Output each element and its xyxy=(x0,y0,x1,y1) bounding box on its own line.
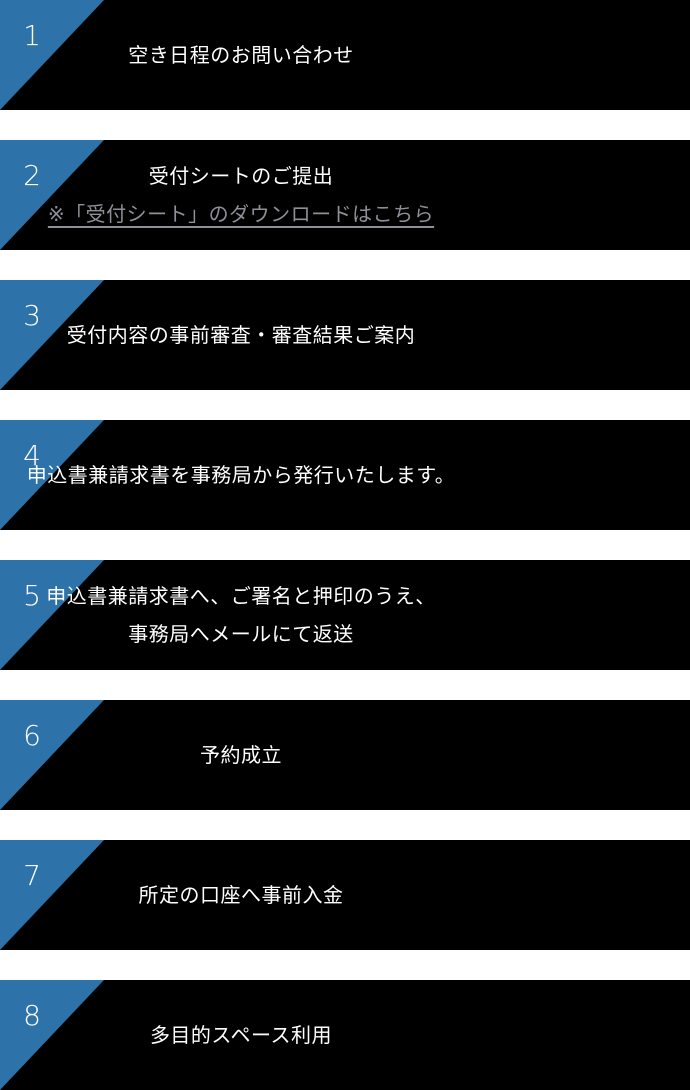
step-content: 申込書兼請求書へ、ご署名と押印のうえ、 事務局へメールにて返送 xyxy=(0,560,586,670)
step-number: 8 xyxy=(23,999,41,1032)
step-content: 多目的スペース利用 xyxy=(0,980,586,1090)
step-title: 予約成立 xyxy=(200,743,282,767)
step-title: 受付内容の事前審査・審査結果ご案内 xyxy=(66,323,416,347)
step-7: 7 所定の口座へ事前入金 xyxy=(0,840,690,950)
step-2: 2 受付シートのご提出 ※「受付シート」のダウンロードはこちら xyxy=(0,140,690,250)
step-title: 受付シートのご提出 xyxy=(148,164,334,188)
step-content: 所定の口座へ事前入金 xyxy=(0,840,586,950)
step-content: 空き日程のお問い合わせ xyxy=(0,0,586,110)
step-corner-accent xyxy=(0,280,104,390)
step-title: 空き日程のお問い合わせ xyxy=(128,43,354,67)
step-corner-accent xyxy=(0,840,104,950)
step-content: 予約成立 xyxy=(0,700,586,810)
step-title: 多目的スペース利用 xyxy=(149,1023,333,1047)
step-content: 受付内容の事前審査・審査結果ご案内 xyxy=(0,280,586,390)
step-corner-accent xyxy=(0,700,104,810)
step-3: 3 受付内容の事前審査・審査結果ご案内 xyxy=(0,280,690,390)
step-title: 申込書兼請求書を事務局から発行いたします。 xyxy=(26,463,456,487)
step-5: 5 申込書兼請求書へ、ご署名と押印のうえ、 事務局へメールにて返送 xyxy=(0,560,690,670)
step-content: 申込書兼請求書を事務局から発行いたします。 xyxy=(0,420,586,530)
step-number: 1 xyxy=(23,19,41,52)
step-1: 1 空き日程のお問い合わせ xyxy=(0,0,690,110)
step-corner-accent xyxy=(0,0,104,110)
step-number: 5 xyxy=(23,579,41,612)
step-number: 4 xyxy=(23,439,41,472)
reception-sheet-download-link[interactable]: ※「受付シート」のダウンロードはこちら xyxy=(47,202,435,226)
step-corner-accent xyxy=(0,140,104,250)
step-number: 2 xyxy=(23,159,41,192)
step-8: 8 多目的スペース利用 xyxy=(0,980,690,1090)
step-corner-accent xyxy=(0,980,104,1090)
step-number: 6 xyxy=(23,719,41,752)
step-number: 3 xyxy=(23,299,41,332)
step-title: 所定の口座へ事前入金 xyxy=(138,883,344,907)
step-corner-accent xyxy=(0,560,104,670)
step-content: 受付シートのご提出 ※「受付シート」のダウンロードはこちら xyxy=(0,140,586,250)
step-6: 6 予約成立 xyxy=(0,700,690,810)
step-title-line-2: 事務局へメールにて返送 xyxy=(128,622,354,646)
step-title-line-1: 申込書兼請求書へ、ご署名と押印のうえ、 xyxy=(46,584,436,608)
step-number: 7 xyxy=(23,859,41,892)
step-corner-accent xyxy=(0,420,104,530)
step-4: 4 申込書兼請求書を事務局から発行いたします。 xyxy=(0,420,690,530)
